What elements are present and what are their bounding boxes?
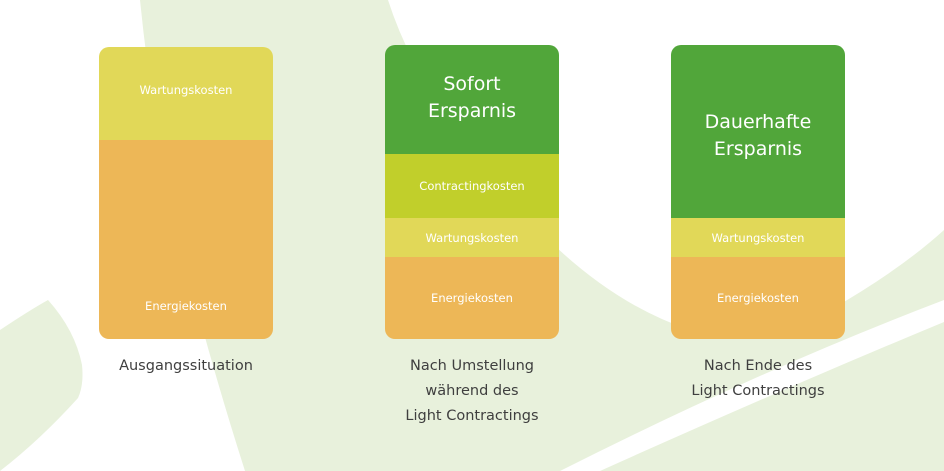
- bar-segment-ersparnis: Sofort Ersparnis: [385, 45, 559, 154]
- segment-label: Sofort Ersparnis: [427, 73, 517, 122]
- background-leaf-left: [0, 300, 83, 471]
- bar-segment-energie: Energiekosten: [671, 256, 845, 339]
- segment-label: Wartungskosten: [425, 230, 519, 245]
- bar-caption: Nach Ende des Light Contractings: [691, 358, 825, 399]
- segment-label: Dauerhafte Ersparnis: [704, 111, 812, 160]
- bar-segment-ersparnis: Dauerhafte Ersparnis: [671, 45, 845, 219]
- bar-segment-energie: Energiekosten: [385, 256, 559, 339]
- bar-segment-wartung: Wartungskosten: [385, 218, 559, 257]
- segment-label: Energiekosten: [717, 290, 799, 305]
- background-white-stripe: [560, 300, 944, 471]
- bar-segment-energie: Energiekosten: [99, 140, 273, 339]
- bar-caption: Ausgangssituation: [119, 358, 253, 374]
- segment-label: Wartungskosten: [139, 83, 233, 97]
- bar-caption: Nach Umstellung während des Light Contra…: [405, 358, 539, 424]
- bar-segment-wartung: Wartungskosten: [99, 47, 273, 141]
- segment-label: Contractingkosten: [419, 179, 525, 194]
- bar-segment-wartung: Wartungskosten: [671, 218, 845, 257]
- segment-label: Energiekosten: [145, 298, 227, 313]
- bar-segment-contracting: Contractingkosten: [385, 153, 559, 219]
- segment-label: Energiekosten: [431, 290, 513, 305]
- segment-label: Wartungskosten: [711, 230, 805, 245]
